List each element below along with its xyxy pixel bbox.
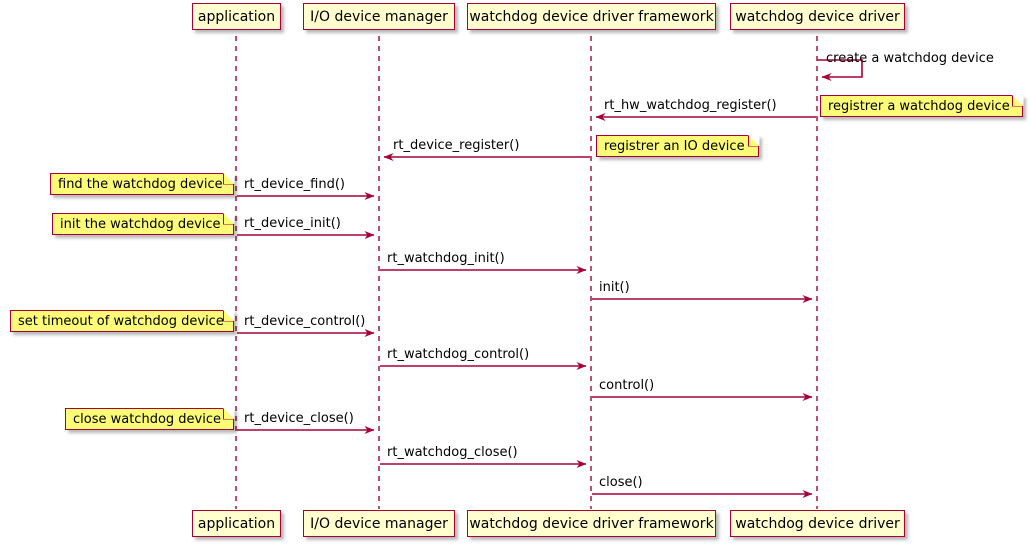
participant-label: application [197,515,276,532]
participant-label: I/O device manager [310,8,448,25]
note-text: set timeout of watchdog device [18,313,224,329]
participant-iodm-bottom[interactable]: I/O device manager [303,510,455,537]
note-registrer-a-watchdog-device: registrer a watchdog device [820,94,1024,117]
message-label-create-a-watchdog-device: create a watchdog device [826,51,994,66]
message-label-close: close() [599,475,643,490]
note-init-the-watchdog-device: init the watchdog device [52,212,235,235]
message-label-init: init() [599,280,630,295]
participant-application-top[interactable]: application [192,3,281,30]
participant-label: watchdog device driver [735,8,900,25]
participant-framework-bottom[interactable]: watchdog device driver framework [467,510,716,537]
message-label-rt_watchdog_init: rt_watchdog_init() [387,251,505,266]
message-label-rt_device_control: rt_device_control() [244,314,366,329]
participant-driver-bottom[interactable]: watchdog device driver [730,510,905,537]
message-label-rt_device_init: rt_device_init() [244,216,341,231]
message-label-control: control() [599,378,655,393]
note-registrer-an-io-device: registrer an IO device [596,134,760,157]
message-label-rt_watchdog_close: rt_watchdog_close() [387,445,518,460]
participant-label: application [197,8,276,25]
note-close-watchdog-device: close watchdog device [65,407,235,430]
message-label-rt_hw_watchdog_register: rt_hw_watchdog_register() [604,98,777,113]
message-label-rt_device_find: rt_device_find() [244,177,345,192]
note-find-the-watchdog-device: find the watchdog device [50,172,235,195]
message-label-rt_device_close: rt_device_close() [244,411,354,426]
participant-label: watchdog device driver [735,515,900,532]
note-text: registrer an IO device [604,138,745,154]
note-text: close watchdog device [73,411,221,427]
participant-label: I/O device manager [310,515,448,532]
note-text: init the watchdog device [60,216,221,232]
note-set-timeout-of-watchdog-device: set timeout of watchdog device [10,309,235,332]
participant-application-bottom[interactable]: application [192,510,281,537]
participant-iodm-top[interactable]: I/O device manager [303,3,455,30]
participant-framework-top[interactable]: watchdog device driver framework [467,3,716,30]
participant-label: watchdog device driver framework [469,8,714,25]
note-text: registrer a watchdog device [828,98,1010,114]
participant-driver-top[interactable]: watchdog device driver [730,3,905,30]
messages [237,59,863,498]
message-label-rt_device_register: rt_device_register() [393,138,520,153]
participant-label: watchdog device driver framework [469,515,714,532]
note-text: find the watchdog device [58,176,223,192]
message-label-rt_watchdog_control: rt_watchdog_control() [387,347,530,362]
